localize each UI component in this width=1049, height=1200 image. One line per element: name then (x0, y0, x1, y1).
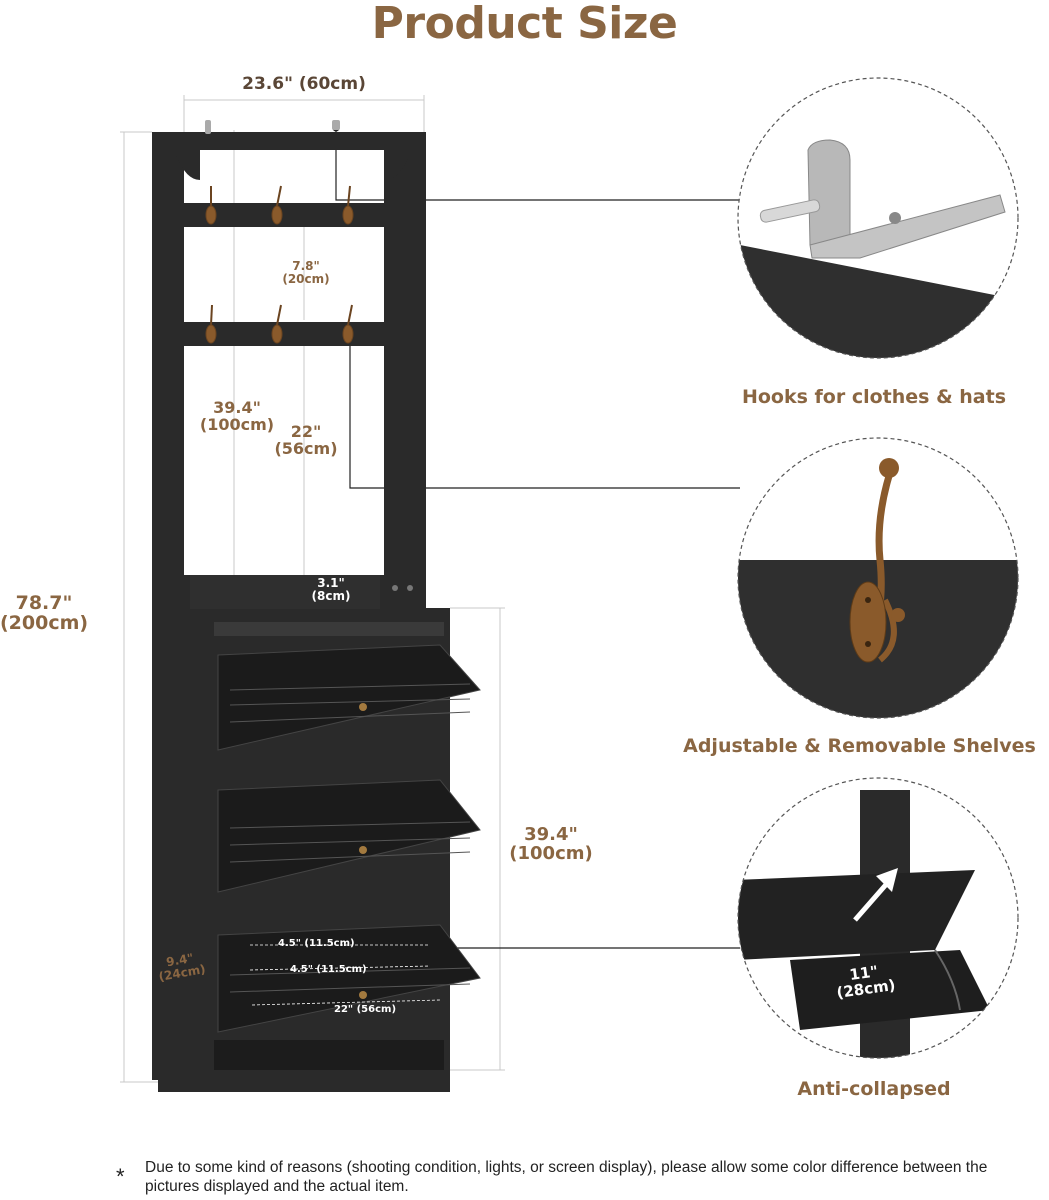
rail-height-label: 3.1" (8cm) (300, 577, 362, 602)
wall-anchor-bracket-icon (738, 78, 1018, 358)
feature-caption-shelves: Adjustable & Removable Shelves (683, 735, 1036, 757)
feature-caption-hooks: Hooks for clothes & hats (741, 386, 1007, 408)
flip-drawer-icon (738, 778, 1018, 1058)
hook-drop-inches: 22" (290, 422, 322, 441)
page-title: Product Size (371, 0, 678, 49)
hook-gap-label: 7.8" (20cm) (276, 260, 336, 285)
double-hook-icon (738, 438, 1018, 718)
cabinet-height-label: 39.4" (100cm) (506, 824, 596, 864)
rail-height-inches: 3.1" (317, 576, 345, 590)
coat-hooks (205, 185, 354, 344)
footnote-text: Due to some kind of reasons (shooting co… (145, 1159, 988, 1195)
height-inches: 78.7" (15, 592, 73, 614)
rail-height-cm: (8cm) (311, 588, 351, 603)
slot-depth-label-b: 4.5" (11.5cm) (290, 964, 367, 975)
wall-anchors (205, 120, 340, 134)
drawer-2 (217, 779, 481, 893)
dimension-guides (120, 95, 505, 1083)
hook-drop-cm: (56cm) (274, 438, 338, 458)
height-label: 78.7" (200cm) (0, 592, 89, 634)
footnote-marker: * (116, 1164, 125, 1189)
hook-gap-cm: (20cm) (282, 271, 330, 286)
drawer-width-label: 22" (56cm) (334, 1004, 397, 1015)
drawer-1 (217, 644, 481, 751)
hook-gap-inches: 7.8" (292, 259, 320, 273)
upper-height-label: 39.4" (100cm) (192, 398, 282, 434)
height-cm: (200cm) (0, 611, 89, 634)
upper-height-cm: (100cm) (199, 414, 275, 434)
width-label: 23.6" (60cm) (242, 74, 366, 94)
slot-depth-label-a: 4.5" (11.5cm) (278, 938, 355, 949)
upper-height-inches: 39.4" (213, 398, 261, 417)
feature-caption-anti-collapsed: Anti-collapsed (797, 1078, 951, 1100)
hook-drop-label: 22" (56cm) (266, 422, 346, 458)
cabinet-height-inches: 39.4" (524, 824, 578, 845)
drawer-3 (217, 924, 481, 1033)
cabinet-height-cm: (100cm) (509, 842, 593, 864)
